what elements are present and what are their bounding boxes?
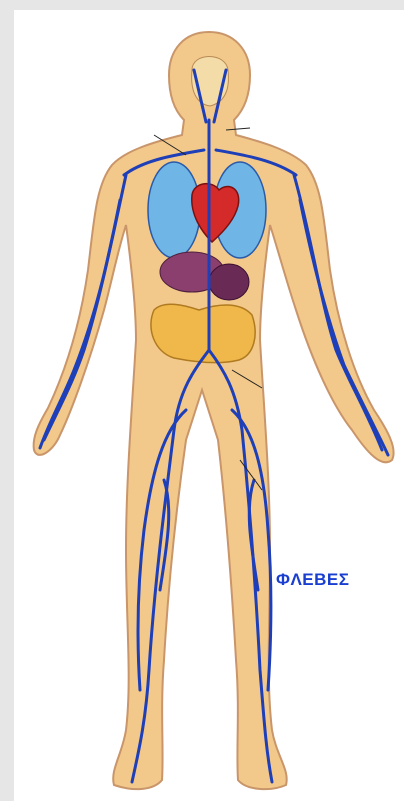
venous-system-figure	[14, 10, 404, 801]
intestine-shape	[151, 304, 255, 362]
body-silhouette	[34, 32, 394, 789]
torso-and-head-shape	[34, 32, 394, 789]
stomach-shape	[209, 264, 249, 300]
illustration-panel: ΦΛΕΒΕΣ	[14, 10, 404, 801]
veins-label: ΦΛΕΒΕΣ	[276, 570, 349, 590]
